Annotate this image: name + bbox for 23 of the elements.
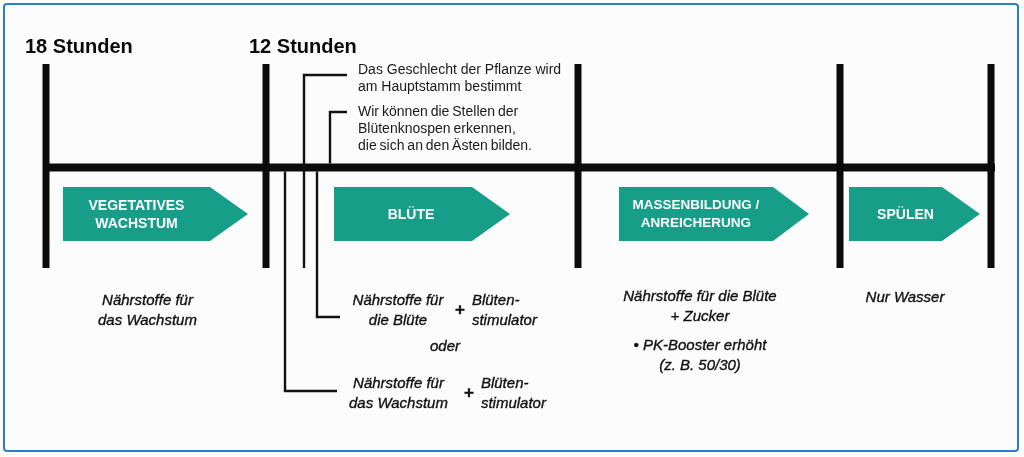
phase-label: SPÜLEN	[877, 205, 934, 223]
note-text: • PK-Booster erhöht (z. B. 50/30)	[632, 335, 768, 375]
leader-line	[302, 73, 347, 268]
annotation-text: Das Geschlecht der Pflanze wird am Hauptstamm bestimmt	[347, 61, 569, 95]
nutrient-text: Nur Wasser	[864, 287, 946, 307]
nutrient-text: Blüten- stimulator	[480, 373, 548, 413]
leader-line	[315, 171, 340, 319]
leader-line	[328, 110, 347, 164]
phase-label: MASSENBILDUNG / ANREICHERUNG	[631, 196, 761, 232]
nutrient-text: Nährstoffe für die Blüte	[351, 290, 445, 330]
time-label: 12 Stunden	[249, 35, 357, 57]
annotation-text: Wir können die Stellen der Blütenknospen erkennen, die sich an den Ästen bilden.	[347, 103, 535, 154]
conjunction-text: oder	[429, 336, 462, 356]
nutrient-text: Nährstoffe für das Wachstum	[348, 373, 449, 413]
nutrient-text: Nährstoffe für die Blüte + Zucker	[622, 286, 778, 326]
plus-sign: +	[455, 300, 465, 320]
nutrient-text: Blüten- stimulator	[471, 290, 539, 330]
plus-sign: +	[464, 383, 474, 403]
phase-label: VEGETATIVES WACHSTUM	[87, 196, 186, 232]
nutrient-text: Nährstoffe für das Wachstum	[97, 290, 198, 330]
time-label: 18 Stunden	[25, 35, 133, 57]
leader-line	[283, 171, 337, 393]
phase-label: BLÜTE	[387, 205, 435, 223]
